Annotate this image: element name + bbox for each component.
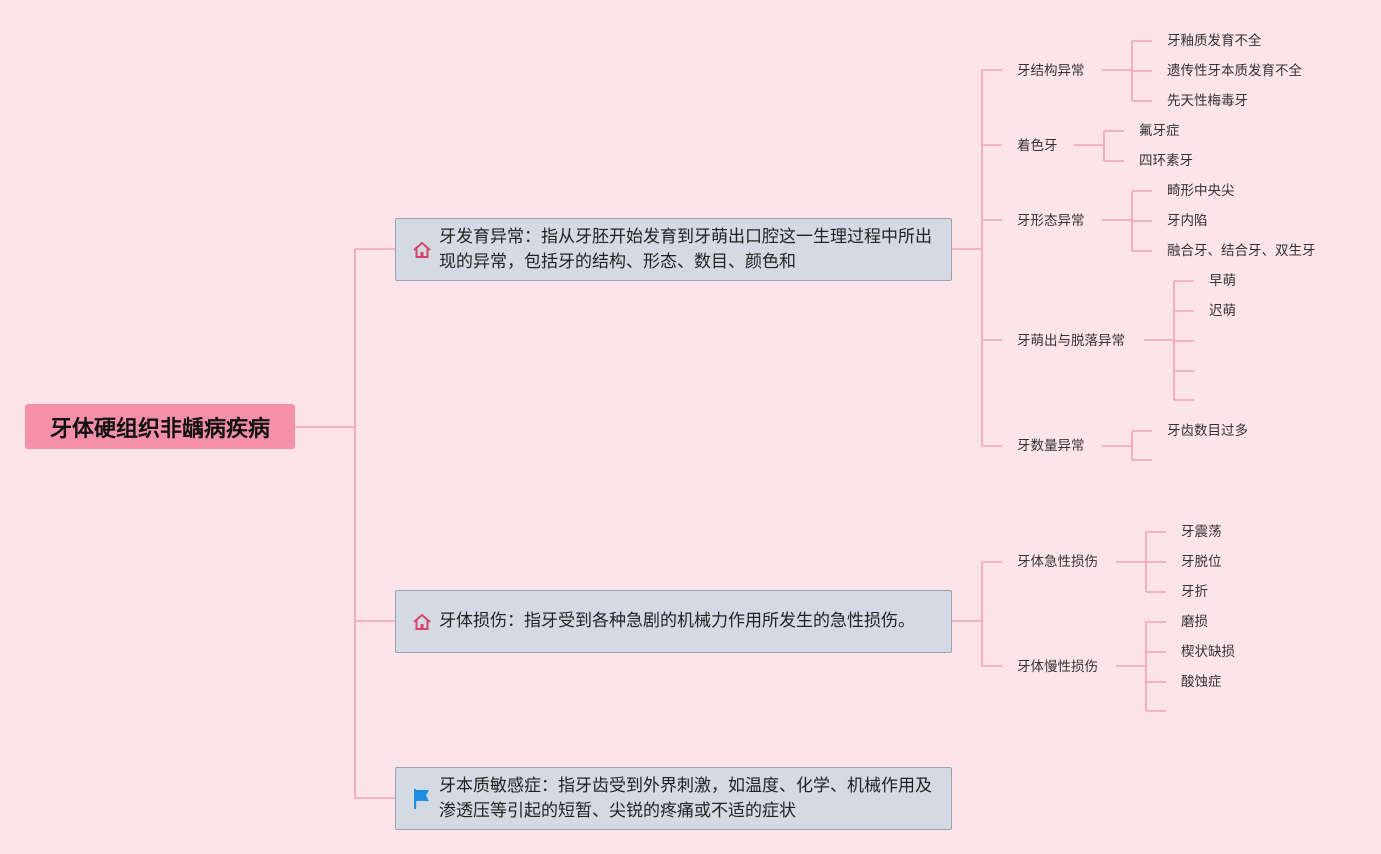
leaf-topic[interactable]: 融合牙、结合牙、双生牙 bbox=[1167, 243, 1316, 259]
subtopic-eruption-exfoliation-anomaly[interactable]: 牙萌出与脱落异常 bbox=[1017, 333, 1125, 349]
subtopic-morphology-anomaly[interactable]: 牙形态异常 bbox=[1017, 213, 1085, 229]
branch-label: 牙本质敏感症：指牙齿受到外界刺激，如温度、化学、机械作用及渗透压等引起的短暂、尖… bbox=[439, 775, 932, 821]
leaf-topic[interactable]: 牙脱位 bbox=[1181, 554, 1222, 570]
leaf-topic[interactable]: 牙齿数目过多 bbox=[1167, 423, 1248, 439]
leaf-topic[interactable]: 酸蚀症 bbox=[1181, 674, 1222, 690]
branch-dentin-hypersensitivity[interactable]: 牙本质敏感症：指牙齿受到外界刺激，如温度、化学、机械作用及渗透压等引起的短暂、尖… bbox=[395, 767, 952, 830]
root-topic[interactable]: 牙体硬组织非龋病疾病 bbox=[25, 404, 295, 449]
leaf-topic[interactable]: 楔状缺损 bbox=[1181, 644, 1235, 660]
flag-icon bbox=[412, 788, 434, 810]
leaf-topic[interactable]: 早萌 bbox=[1209, 273, 1236, 289]
root-topic-label: 牙体硬组织非龋病疾病 bbox=[49, 416, 270, 442]
subtopic-number-anomaly[interactable]: 牙数量异常 bbox=[1017, 438, 1085, 454]
leaf-topic[interactable]: 迟萌 bbox=[1209, 303, 1236, 319]
subtopic-discolored-teeth[interactable]: 着色牙 bbox=[1017, 138, 1058, 154]
leaf-topic[interactable]: 氟牙症 bbox=[1139, 123, 1180, 139]
leaf-topic[interactable]: 牙釉质发育不全 bbox=[1167, 33, 1262, 49]
leaf-topic[interactable]: 四环素牙 bbox=[1139, 153, 1193, 169]
leaf-topic[interactable]: 畸形中央尖 bbox=[1167, 183, 1235, 199]
home-icon bbox=[412, 240, 434, 260]
subtopic-chronic-injury[interactable]: 牙体慢性损伤 bbox=[1017, 659, 1098, 675]
leaf-topic[interactable]: 磨损 bbox=[1181, 614, 1208, 630]
branch-tooth-development-anomaly[interactable]: 牙发育异常：指从牙胚开始发育到牙萌出口腔这一生理过程中所出现的异常，包括牙的结构… bbox=[395, 218, 952, 281]
subtopic-structure-anomaly[interactable]: 牙结构异常 bbox=[1017, 63, 1085, 79]
home-icon bbox=[412, 612, 434, 632]
subtopic-acute-injury[interactable]: 牙体急性损伤 bbox=[1017, 554, 1098, 570]
leaf-topic[interactable]: 先天性梅毒牙 bbox=[1167, 93, 1248, 109]
branch-label: 牙发育异常：指从牙胚开始发育到牙萌出口腔这一生理过程中所出现的异常，包括牙的结构… bbox=[439, 226, 932, 272]
branch-label: 牙体损伤：指牙受到各种急剧的机械力作用所发生的急性损伤。 bbox=[439, 611, 915, 631]
leaf-topic[interactable]: 遗传性牙本质发育不全 bbox=[1167, 63, 1302, 79]
branch-tooth-injury[interactable]: 牙体损伤：指牙受到各种急剧的机械力作用所发生的急性损伤。 bbox=[395, 590, 952, 653]
leaf-topic[interactable]: 牙震荡 bbox=[1181, 524, 1222, 540]
leaf-topic[interactable]: 牙折 bbox=[1181, 584, 1208, 600]
leaf-topic[interactable]: 牙内陷 bbox=[1167, 213, 1208, 229]
